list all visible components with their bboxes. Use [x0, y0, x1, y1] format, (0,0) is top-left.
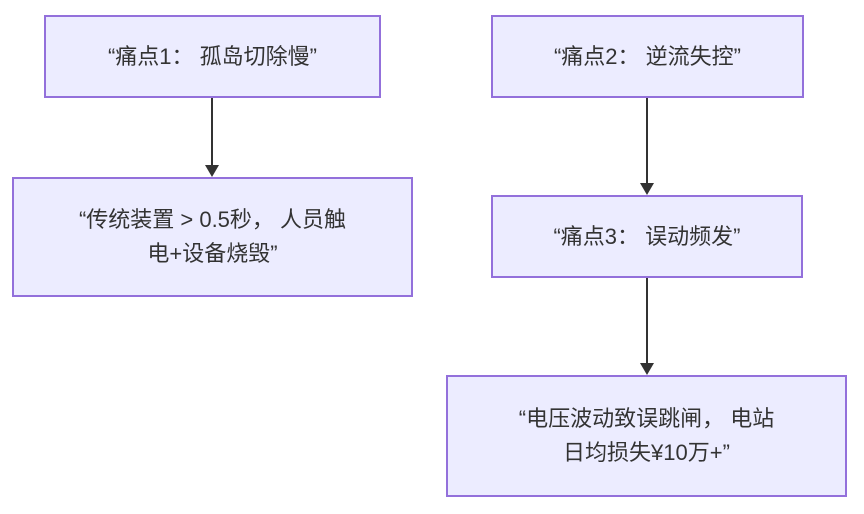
- node-pain-point-1-label: “痛点1： 孤岛切除慢”: [107, 43, 317, 69]
- node-pain-point-3-consequence: “电压波动致误跳闸， 电站 日均损失¥10万+”: [446, 375, 847, 497]
- arrow-head-icon: [640, 363, 654, 375]
- node-pain-point-1-consequence-label: “传统装置 > 0.5秒， 人员触 电+设备烧毁”: [78, 207, 347, 266]
- arrow-head-icon: [205, 165, 219, 177]
- node-pain-point-2: “痛点2： 逆流失控”: [491, 15, 804, 98]
- node-pain-point-2-label: “痛点2： 逆流失控”: [553, 43, 741, 69]
- node-pain-point-1-consequence: “传统装置 > 0.5秒， 人员触 电+设备烧毁”: [12, 177, 413, 297]
- arrow-line: [646, 278, 648, 363]
- node-pain-point-3: “痛点3： 误动频发”: [491, 195, 803, 278]
- arrow-line: [211, 98, 213, 165]
- node-pain-point-3-consequence-label: “电压波动致误跳闸， 电站 日均损失¥10万+”: [518, 406, 775, 465]
- arrow-head-icon: [640, 183, 654, 195]
- node-pain-point-1: “痛点1： 孤岛切除慢”: [44, 15, 381, 98]
- arrow-line: [646, 98, 648, 183]
- node-pain-point-3-label: “痛点3： 误动频发”: [553, 223, 741, 249]
